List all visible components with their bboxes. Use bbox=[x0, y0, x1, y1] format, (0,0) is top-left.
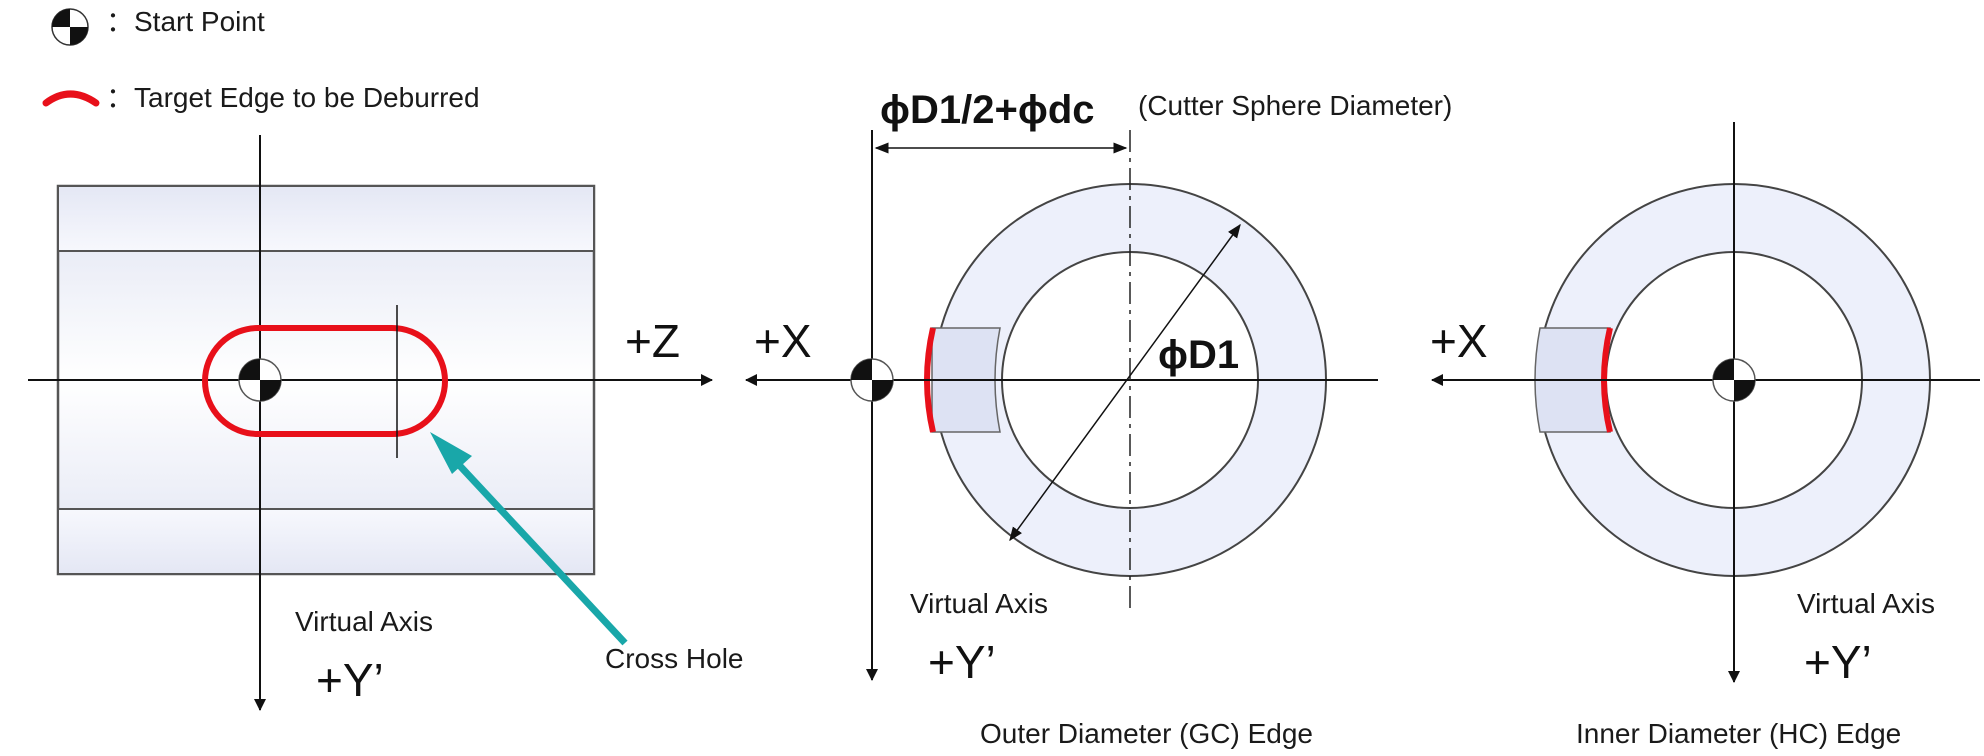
plus-x-label-middle: +X bbox=[754, 315, 812, 367]
cylinder-side-view: +Z Virtual Axis +Y’ Cross Hole bbox=[28, 135, 743, 711]
cutter-sphere-label: (Cutter Sphere Diameter) bbox=[1138, 90, 1452, 121]
cross-hole-arrow bbox=[430, 432, 628, 646]
d1-dimension-label: ϕD1 bbox=[1158, 333, 1239, 377]
top-dimension-label: ϕD1/2+ϕdc bbox=[880, 88, 1095, 132]
virtual-axis-label-left: Virtual Axis bbox=[295, 606, 433, 637]
start-point-icon bbox=[238, 358, 282, 402]
plus-x-label-right: +X bbox=[1430, 315, 1488, 367]
inner-diameter-view: +X Virtual Axis +Y’ Inner Diameter (HC) … bbox=[1430, 122, 1980, 749]
inner-edge-caption: Inner Diameter (HC) Edge bbox=[1576, 718, 1901, 749]
start-point-icon bbox=[850, 358, 894, 402]
legend: ：Start Point ：Target Edge to be Deburred bbox=[42, 6, 480, 113]
target-edge-legend-label: ：Target Edge to be Deburred bbox=[106, 82, 480, 113]
plus-y-label-middle: +Y’ bbox=[928, 636, 996, 688]
virtual-axis-label-right: Virtual Axis bbox=[1797, 588, 1935, 619]
cross-hole-label: Cross Hole bbox=[605, 643, 743, 674]
outer-diameter-view: ϕD1/2+ϕdc (Cutter Sphere Diameter) ϕD1 +… bbox=[745, 88, 1452, 749]
start-point-legend-label: ：Start Point bbox=[106, 6, 265, 37]
outer-edge-caption: Outer Diameter (GC) Edge bbox=[980, 718, 1313, 749]
target-edge-icon bbox=[42, 90, 100, 107]
cross-hole-edge bbox=[202, 325, 448, 437]
start-point-icon bbox=[51, 8, 89, 46]
plus-z-label: +Z bbox=[625, 315, 680, 367]
plus-y-label-right: +Y’ bbox=[1804, 636, 1872, 688]
d1-dimension-line bbox=[1009, 223, 1241, 542]
plus-y-label-left: +Y’ bbox=[316, 654, 384, 706]
virtual-axis-label-middle: Virtual Axis bbox=[910, 588, 1048, 619]
start-point-icon bbox=[1712, 358, 1756, 402]
